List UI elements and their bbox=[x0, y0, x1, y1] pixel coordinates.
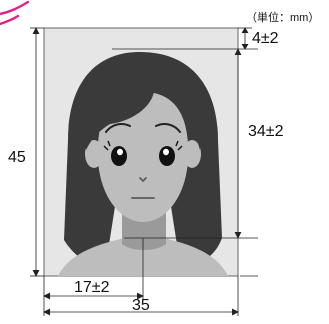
photo-height-label: 45 bbox=[8, 149, 26, 166]
magenta-brush-stroke-decoration bbox=[0, 0, 30, 26]
hair-bangs bbox=[85, 64, 201, 150]
left-eye bbox=[111, 146, 127, 166]
photo-width-label: 35 bbox=[132, 297, 150, 314]
unit-label: （単位：mm） bbox=[246, 12, 320, 24]
center-offset-label: 17±2 bbox=[74, 279, 110, 296]
dimension-lines bbox=[30, 27, 258, 316]
face-height-label: 34±2 bbox=[248, 123, 284, 140]
top-margin-label: 4±2 bbox=[252, 30, 279, 47]
nose bbox=[139, 177, 147, 183]
right-eye bbox=[159, 146, 175, 166]
right-eyebrow bbox=[155, 123, 181, 133]
left-eyebrow bbox=[105, 123, 131, 133]
portrait-figure bbox=[58, 52, 228, 276]
